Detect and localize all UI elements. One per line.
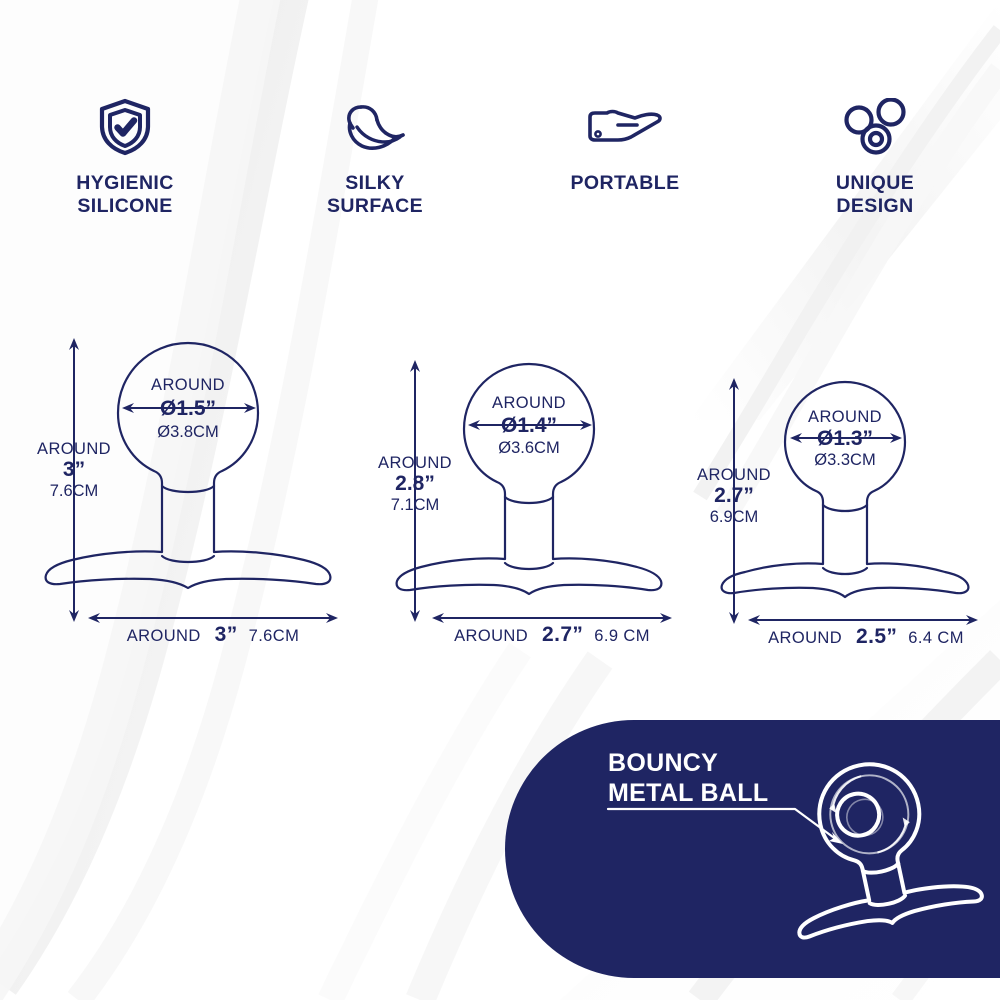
product-dimension-diagram-large: AROUND 3” 7.6CM AROUND Ø1.5” Ø3.8CM AROU…: [37, 338, 338, 646]
feature-label: HYGIENIC SILICONE: [76, 172, 174, 217]
width-dimension-line: [432, 613, 672, 623]
diameter-cm: Ø3.6CM: [498, 439, 559, 457]
width-dimension-line: [748, 615, 978, 625]
width-dimension-line: [88, 613, 338, 623]
feature-unique-design: UNIQUE DESIGN: [750, 96, 1000, 236]
diameter-dimension-line: [790, 433, 902, 443]
diameter-dimension-line: [468, 420, 592, 430]
height-around-label: AROUND: [37, 440, 111, 458]
height-around-label: AROUND: [378, 454, 452, 472]
height-dimension-line: [69, 338, 79, 622]
height-inches: 2.8”: [395, 472, 435, 495]
product-dimension-diagram-medium: AROUND 2.8” 7.1CM AROUND Ø1.4” Ø3.6CM AR…: [378, 360, 672, 646]
width-label-group: AROUND 2.7” 6.9 CM: [454, 623, 650, 646]
banner-title: BOUNCY METAL BALL: [608, 749, 769, 807]
diameter-around-label: AROUND: [492, 394, 566, 412]
height-dimension-line: [729, 378, 739, 624]
feather-icon: [339, 96, 411, 158]
diameter-around-label: AROUND: [808, 408, 882, 426]
feature-label: SILKY SURFACE: [327, 172, 423, 217]
height-cm: 7.6CM: [50, 482, 99, 500]
height-cm: 6.9CM: [710, 508, 759, 526]
feature-hygienic-silicone: HYGIENIC SILICONE: [0, 96, 250, 236]
height-around-label: AROUND: [697, 466, 771, 484]
plug-silhouette: [720, 380, 970, 599]
plug-with-rotating-ball-icon: [797, 762, 984, 940]
open-hand-icon: [585, 96, 665, 158]
bouncy-metal-ball-banner: BOUNCY METAL BALL: [505, 720, 1000, 978]
diameter-around-label: AROUND: [151, 376, 225, 394]
feature-label: PORTABLE: [570, 172, 680, 194]
width-label-group: AROUND 2.5” 6.4 CM: [768, 625, 964, 648]
diameter-cm: Ø3.8CM: [157, 423, 218, 441]
shield-check-icon: [97, 96, 153, 158]
diameter-dimension-line: [122, 403, 256, 413]
height-cm: 7.1CM: [391, 496, 440, 514]
feature-row: HYGIENIC SILICONE SILKY SURFACE PORTABLE: [0, 96, 1000, 236]
feature-silky-surface: SILKY SURFACE: [250, 96, 500, 236]
height-inches: 2.7”: [714, 484, 754, 507]
diameter-cm: Ø3.3CM: [814, 451, 875, 469]
diameter-inches: Ø1.4”: [501, 414, 557, 437]
feature-label: UNIQUE DESIGN: [835, 172, 915, 217]
plug-silhouette: [44, 341, 332, 590]
product-dimension-diagram-small: AROUND 2.7” 6.9CM AROUND Ø1.3” Ø3.3CM AR…: [697, 378, 978, 648]
diameter-inches: Ø1.5”: [160, 397, 216, 420]
height-dimension-line: [410, 360, 420, 622]
feature-portable: PORTABLE: [500, 96, 750, 236]
diameter-inches: Ø1.3”: [817, 427, 873, 450]
plug-silhouette: [395, 362, 663, 596]
width-label-group: AROUND 3” 7.6CM: [127, 623, 299, 646]
three-circles-icon: [842, 96, 908, 158]
height-inches: 3”: [63, 458, 85, 481]
